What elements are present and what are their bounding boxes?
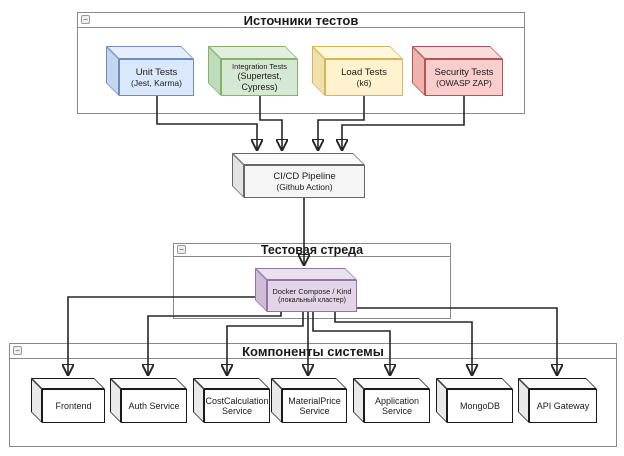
node-label: API Gateway xyxy=(536,400,590,411)
cube-front-face xyxy=(244,165,365,198)
cube-front-face xyxy=(221,59,298,96)
container-title-test-sources: Источники тестов xyxy=(243,12,359,28)
node-label: MongoDB xyxy=(459,400,501,411)
node-label: Docker Compose / Kind xyxy=(272,287,352,296)
node-sublabel: (локальный кластер) xyxy=(278,297,346,304)
cube-top-face xyxy=(232,153,365,165)
cube-front-face xyxy=(204,389,270,423)
cube-top-face xyxy=(312,46,403,59)
cube-front-face xyxy=(121,389,187,423)
node-mongodb: MongoDB xyxy=(436,378,513,423)
node-unit-tests: Unit Tests (Jest, Karma) xyxy=(106,46,194,96)
edge-docker-to-app xyxy=(312,312,390,376)
node-cicd-pipeline: CI/CD Pipeline (Github Action) xyxy=(232,153,365,198)
node-application-service: Application Service xyxy=(353,378,430,423)
edge-unit-to-pipeline xyxy=(156,96,257,151)
cube-top-face xyxy=(412,46,503,59)
collapse-icon[interactable]: − xyxy=(13,346,22,355)
cube-top-face xyxy=(106,46,194,59)
node-auth-service: Auth Service xyxy=(110,378,187,423)
edge-security-to-pipeline xyxy=(342,96,465,151)
cube-front-face xyxy=(119,59,194,96)
cube-top-face xyxy=(518,378,597,389)
node-sublabel: (Jest, Karma) xyxy=(130,78,182,88)
cube-front-face xyxy=(267,280,357,312)
cube-front-face xyxy=(529,389,597,423)
collapse-icon[interactable]: − xyxy=(81,15,90,24)
node-label: CostCalculation Service xyxy=(205,395,269,417)
cube-top-face xyxy=(208,46,298,59)
node-label: Load Tests xyxy=(341,67,387,78)
container-test-sources-header: − Источники тестов xyxy=(78,13,524,28)
container-title-system-components: Компоненты системы xyxy=(242,343,384,359)
node-security-tests: Security Tests (OWASP ZAP) xyxy=(412,46,503,96)
edge-docker-to-mongo xyxy=(334,312,472,376)
cube-top-face xyxy=(110,378,187,389)
node-sublabel: (Supertest, Cypress) xyxy=(237,71,282,92)
edge-load-to-pipeline xyxy=(318,96,365,151)
cube-top-face xyxy=(271,378,347,389)
cube-front-face xyxy=(282,389,347,423)
cube-front-face xyxy=(42,389,105,423)
container-test-environment-header: − Тестовая стреда xyxy=(174,242,450,257)
node-sublabel: (k6) xyxy=(356,78,372,88)
node-load-tests: Load Tests (k6) xyxy=(312,46,403,96)
cube-top-face xyxy=(193,378,270,389)
collapse-icon[interactable]: − xyxy=(177,245,186,254)
cube-top-face xyxy=(31,378,105,389)
node-frontend: Frontend xyxy=(31,378,105,423)
cube-top-face xyxy=(353,378,430,389)
node-api-gateway: API Gateway xyxy=(518,378,597,423)
node-costcalculation-service: CostCalculation Service xyxy=(193,378,270,423)
collapse-glyph: − xyxy=(83,14,88,24)
edge-docker-to-auth xyxy=(148,312,282,376)
collapse-glyph: − xyxy=(15,345,20,355)
node-label: Application Service xyxy=(374,395,420,417)
node-materialprice-service: MaterialPrice Service xyxy=(271,378,347,423)
node-label: Security Tests xyxy=(434,67,494,78)
edge-integration-to-pipeline xyxy=(259,96,282,151)
cube-top-face xyxy=(436,378,513,389)
container-title-test-environment: Тестовая стреда xyxy=(260,242,364,257)
node-label: Integration Tests xyxy=(232,62,287,71)
node-docker-compose-kind: Docker Compose / Kind (локальный кластер… xyxy=(255,268,357,312)
node-label: Auth Service xyxy=(128,400,180,411)
edge-docker-to-frontend xyxy=(68,296,261,376)
cube-front-face xyxy=(447,389,513,423)
cube-front-face xyxy=(325,59,403,96)
edge-docker-to-api xyxy=(357,307,557,376)
node-integration-tests: Integration Tests (Supertest, Cypress) xyxy=(208,46,298,96)
node-label: MaterialPrice Service xyxy=(288,395,341,417)
node-sublabel: (Github Action) xyxy=(276,182,333,192)
cube-top-face xyxy=(255,268,357,280)
node-label: Frontend xyxy=(55,400,92,411)
edge-docker-to-cost xyxy=(227,312,304,376)
node-label: Unit Tests xyxy=(135,67,178,78)
cube-front-face xyxy=(364,389,430,423)
node-sublabel: (OWASP ZAP) xyxy=(436,78,492,88)
container-system-components-header: − Компоненты системы xyxy=(10,344,616,359)
collapse-glyph: − xyxy=(179,244,184,254)
cube-front-face xyxy=(425,59,503,96)
node-label: CI/CD Pipeline xyxy=(273,171,336,182)
